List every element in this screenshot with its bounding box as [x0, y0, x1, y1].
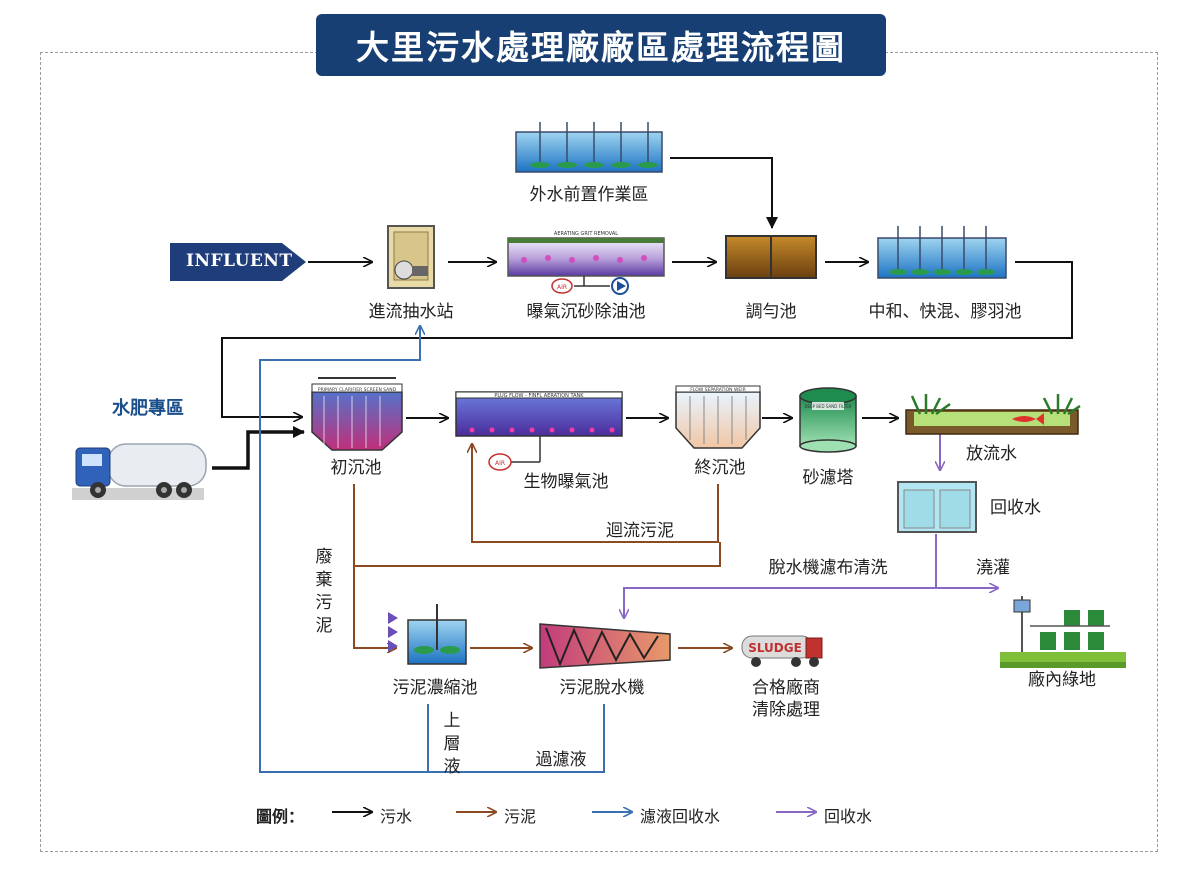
label-sand-filter: 砂濾塔 [802, 468, 854, 488]
influent-arrow [170, 243, 306, 281]
flow-neutral-to-primary [221, 261, 1073, 417]
influent-label: INFLUENT [186, 251, 293, 271]
flow-reclaimed-to-dewater [624, 587, 936, 618]
flow-final-waste-sludge [354, 542, 721, 567]
label-contractor-1: 合格廠商 [752, 678, 820, 698]
flow-return-sludge [472, 444, 719, 543]
label-supernatant: 上層液 [443, 711, 461, 777]
label-grit-tank: 曝氣沉砂除油池 [526, 302, 646, 322]
label-effluent: 放流水 [966, 444, 1017, 464]
label-cloth-wash: 脫水機濾布清洗 [768, 558, 888, 578]
svg-text:AIR: AIR [495, 460, 505, 467]
svg-text:AERATING GRIT REMOVAL: AERATING GRIT REMOVAL [554, 231, 618, 237]
label-contractor-2: 清除處理 [752, 700, 820, 720]
label-final-clarifier: 終沉池 [694, 458, 746, 478]
label-return-sludge: 迴流污泥 [606, 521, 674, 541]
aeration-tank-icon: PLUG FLOW - FINFL AERATION TANK AIR [455, 391, 623, 471]
flow-septage-to-primary [212, 426, 305, 470]
flow-external-to-equalization [670, 157, 778, 229]
label-intake-station: 進流抽水站 [368, 302, 454, 322]
final-clarifier-icon: FLOW SEPARATION WEIR [675, 385, 761, 449]
svg-text:FLOW SEPARATION WEIR: FLOW SEPARATION WEIR [690, 387, 745, 393]
label-neutralization: 中和、快混、膠羽池 [868, 302, 1022, 322]
equalization-basin-icon [725, 235, 817, 279]
label-green-area: 廠內綠地 [1028, 670, 1096, 690]
legend-title: 圖例： [256, 807, 305, 826]
flow-primary-waste-sludge [353, 484, 396, 648]
label-reclaimed-water: 回收水 [990, 498, 1041, 518]
reclaimed-water-tank-icon [897, 481, 977, 533]
effluent-pond-icon [905, 394, 1081, 435]
intake-pump-station-icon [387, 225, 435, 289]
sludge-thickener-icon [388, 604, 467, 665]
svg-text:SLUDGE: SLUDGE [748, 641, 802, 655]
svg-text:PRIMARY CLARIFIER SCREEN SAND: PRIMARY CLARIFIER SCREEN SAND [318, 387, 397, 393]
svg-text:DEEP BED SAND FILTER: DEEP BED SAND FILTER [804, 404, 851, 409]
sand-filter-icon: DEEP BED SAND FILTER [799, 387, 857, 453]
svg-text:PLUG FLOW - FINFL AERATION TAN: PLUG FLOW - FINFL AERATION TANK [494, 393, 584, 399]
label-thickener: 污泥濃縮池 [392, 678, 478, 698]
flow-filtrate-return [259, 326, 605, 773]
label-external-water: 外水前置作業區 [529, 185, 649, 205]
svg-text:AIR: AIR [557, 284, 567, 291]
label-waste-sludge: 廢棄污泥 [315, 547, 333, 636]
label-filtrate: 過濾液 [535, 750, 587, 770]
primary-clarifier-icon: PRIMARY CLARIFIER SCREEN SAND [311, 377, 403, 451]
legend-filtrate-label: 濾液回收水 [640, 807, 721, 826]
label-irrigation: 澆灌 [976, 558, 1010, 578]
sludge-truck-icon: SLUDGE [741, 635, 823, 667]
page-title: 大里污水處理廠廠區處理流程圖 [316, 14, 886, 76]
legend-reclaimed-label: 回收水 [824, 807, 873, 826]
legend-sewage-label: 污水 [380, 807, 413, 826]
label-dewatering: 污泥脫水機 [559, 678, 645, 698]
legend-sludge-label: 污泥 [504, 807, 537, 826]
green-area-icon [1000, 596, 1126, 668]
dewatering-machine-icon [539, 623, 671, 669]
label-septage-area: 水肥專區 [112, 398, 184, 419]
label-primary-clarifier: 初沉池 [330, 458, 382, 478]
label-equalization: 調勻池 [745, 302, 797, 322]
septage-truck-icon [72, 443, 207, 500]
external-water-tank-icon [515, 122, 663, 173]
grit-chamber-icon: AERATING GRIT REMOVAL AIR [507, 231, 665, 295]
neutral-flocculation-tank-icon [877, 226, 1007, 279]
label-aeration-tank: 生物曝氣池 [523, 472, 609, 492]
